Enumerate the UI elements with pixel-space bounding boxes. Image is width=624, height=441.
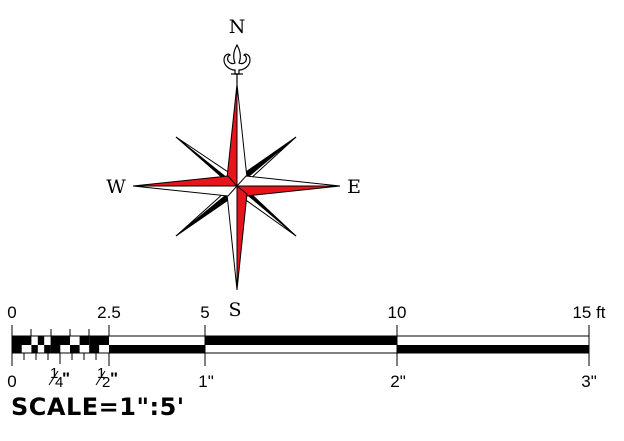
scale-bottom-label-quarter: 1 4 ": [48, 365, 70, 391]
svg-text:": ": [110, 369, 118, 388]
scale-top-label-2-5: 2.5: [97, 303, 121, 322]
svg-text:2: 2: [102, 374, 110, 391]
scale-upper-ticks: [11, 325, 590, 336]
compass-rose: N S E W: [106, 16, 361, 321]
svg-text:4: 4: [55, 374, 63, 391]
scale-segments: [109, 336, 589, 353]
scale-checkerboard: [12, 336, 109, 353]
scale-bottom-label-0: 0: [7, 372, 16, 391]
svg-text:": ": [62, 369, 70, 388]
east-label: E: [347, 176, 361, 198]
scale-top-label-0: 0: [7, 303, 16, 322]
scale-bottom-label-2-inch: 2": [390, 372, 406, 391]
svg-text:1: 1: [50, 365, 58, 382]
fleur-de-lis-icon: [223, 43, 251, 84]
scale-top-label-5: 5: [200, 303, 209, 322]
scale-bottom-label-3-inch: 3": [581, 372, 597, 391]
scale-bottom-label-half: 1 2 ": [95, 365, 118, 391]
west-label: W: [106, 176, 126, 198]
cardinal-points: [132, 83, 341, 291]
intercardinal-points: [175, 136, 297, 237]
scale-bar: 0 2.5 5 10 15 ft: [7, 303, 606, 391]
scale-lower-ticks: [11, 353, 590, 366]
svg-text:1: 1: [97, 365, 105, 382]
south-label: S: [228, 299, 241, 321]
north-label: N: [229, 16, 246, 38]
scale-bottom-label-1-inch: 1": [198, 372, 214, 391]
scale-top-label-10: 10: [388, 303, 407, 322]
scale-title: SCALE=1":5': [11, 393, 185, 421]
scale-top-label-15-ft: 15 ft: [572, 303, 605, 322]
